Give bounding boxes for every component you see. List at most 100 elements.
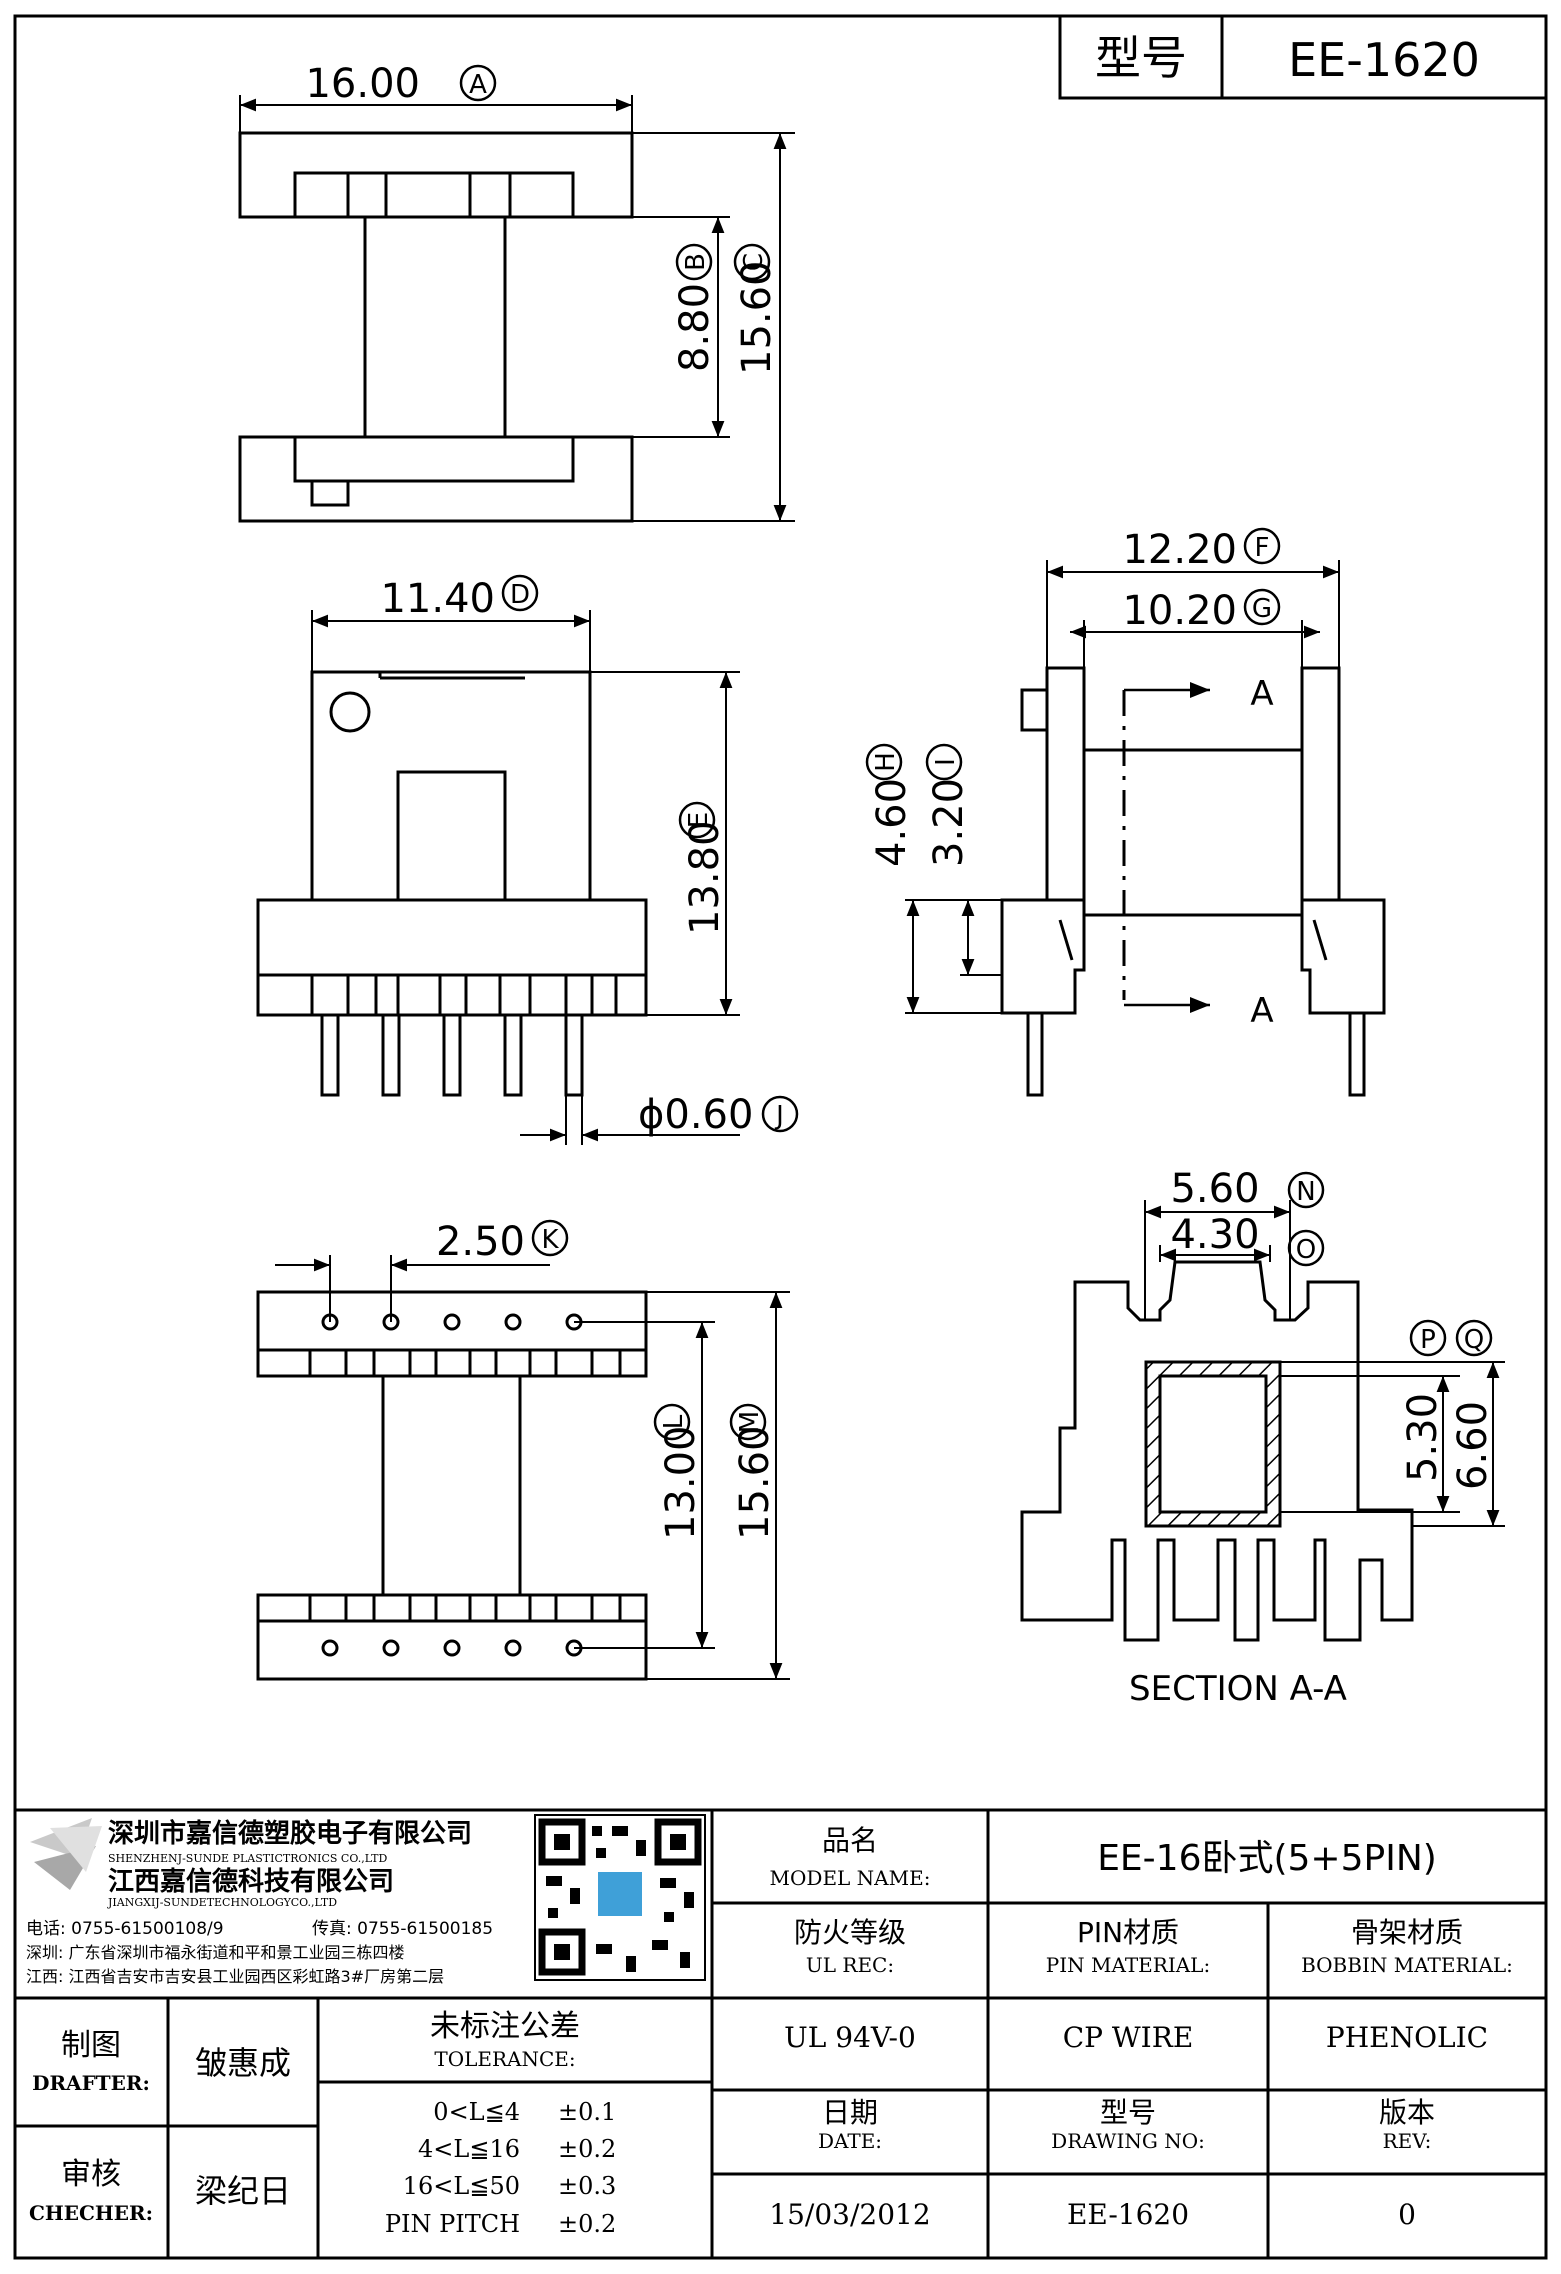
dim-a-value: 16.00	[305, 61, 420, 107]
drafter-name: 皱惠成	[195, 2044, 291, 2082]
product-name-label-en: MODEL NAME:	[770, 1866, 931, 1890]
rev-value: 0	[1398, 2198, 1416, 2231]
tolerance-range: 4<L≦16	[418, 2135, 520, 2163]
rev-label-en: REV:	[1383, 2129, 1432, 2153]
dim-g: 10.20 G	[1070, 588, 1320, 668]
section-view	[1020, 1260, 1414, 1642]
dim-p-value: 5.30	[1400, 1393, 1446, 1482]
dim-i-tag: I	[931, 758, 961, 766]
checker-label-en: CHECHER:	[29, 2201, 153, 2225]
tolerance-value: ±0.3	[558, 2172, 616, 2200]
dim-j: ϕ0.60 J	[520, 1092, 799, 1145]
dim-l: 13.00 L	[574, 1321, 715, 1649]
dim-f-value: 12.20	[1122, 527, 1237, 573]
front-view	[256, 670, 648, 1097]
dim-g-tag: G	[1252, 594, 1272, 624]
dim-b: 8.80 B	[632, 216, 730, 438]
rev-label-cn: 版本	[1379, 2096, 1435, 2129]
dim-j-value: ϕ0.60	[638, 1092, 753, 1138]
product-name-value: EE-16卧式(5+5PIN)	[1097, 1838, 1437, 1879]
product-name-label-cn: 品名	[822, 1824, 878, 1857]
tolerance-value: ±0.2	[558, 2135, 616, 2163]
pin-value: CP WIRE	[1063, 2021, 1194, 2054]
dim-f-tag: F	[1255, 533, 1270, 563]
tolerance-value: ±0.2	[558, 2210, 616, 2238]
drawing-label-en: DRAWING NO:	[1051, 2129, 1205, 2153]
dim-g-value: 10.20	[1122, 588, 1237, 634]
company-logo	[30, 1818, 102, 1890]
company-name-en-2: JIANGXIJ-SUNDETECHNOLOGYCO.,LTD	[107, 1896, 337, 1909]
tolerance-value: ±0.1	[558, 2098, 616, 2126]
dim-d: 11.40 D	[311, 574, 591, 672]
dim-n: 5.60 N	[1144, 1166, 1325, 1320]
tolerance-list: 0<L≦4 ±0.1 4<L≦16 ±0.2 16<L≦50 ±0.3 PIN …	[385, 2098, 616, 2238]
checker-name: 梁纪日	[195, 2172, 291, 2210]
dim-e-tag: E	[684, 812, 714, 828]
dim-m-value: 15.60	[732, 1425, 778, 1540]
dim-k-value: 2.50	[436, 1219, 525, 1265]
dim-a-tag: A	[469, 70, 487, 100]
dim-b-tag: B	[681, 253, 711, 271]
dim-q-value: 6.60	[1450, 1401, 1496, 1490]
tolerance-range: PIN PITCH	[385, 2210, 520, 2238]
dim-e: 13.80 E	[590, 671, 740, 1016]
dim-i: 3.20 I	[925, 743, 1002, 976]
dim-p-tag: P	[1420, 1325, 1436, 1355]
ul-value: UL 94V-0	[784, 2021, 916, 2054]
company-fax: 传真: 0755-61500185	[312, 1919, 493, 1939]
tolerance-range: 0<L≦4	[433, 2098, 520, 2126]
dim-d-tag: D	[510, 580, 530, 610]
tolerance-label-cn: 未标注公差	[430, 2009, 580, 2044]
dim-h: 4.60 H	[865, 743, 1002, 1014]
section-label: SECTION A-A	[1129, 1669, 1347, 1709]
header-model-value: EE-1620	[1288, 33, 1480, 87]
dim-c-tag: C	[739, 253, 769, 271]
bobbin-value: PHENOLIC	[1326, 2021, 1488, 2054]
bobbin-label-cn: 骨架材质	[1351, 1916, 1463, 1949]
dim-f: 12.20 F	[1046, 527, 1340, 668]
header-model-box: 型号 EE-1620	[1058, 14, 1548, 100]
dim-c: 15.60 C	[632, 132, 795, 522]
pin-label-cn: PIN材质	[1077, 1916, 1179, 1949]
company-addr-sz: 深圳: 广东省深圳市福永街道和平和景工业园三栋四楼	[26, 1943, 404, 1962]
company-name-cn-1: 深圳市嘉信德塑胶电子有限公司	[108, 1818, 472, 1849]
dim-h-value: 4.60	[869, 778, 915, 867]
tolerance-range: 16<L≦50	[403, 2172, 520, 2200]
drawing-value: EE-1620	[1067, 2198, 1189, 2231]
date-label-en: DATE:	[818, 2129, 882, 2153]
dim-l-value: 13.00	[658, 1425, 704, 1540]
dim-d-value: 11.40	[380, 576, 495, 622]
dim-o-tag: O	[1296, 1235, 1316, 1265]
dim-i-value: 3.20	[926, 778, 972, 867]
dim-l-tag: L	[659, 1414, 689, 1429]
dim-k: 2.50 K	[275, 1219, 569, 1322]
sheet-border	[13, 14, 1548, 2260]
side-view	[1000, 666, 1386, 1097]
dim-n-value: 5.60	[1170, 1166, 1259, 1212]
drawing-label-cn: 型号	[1100, 2096, 1156, 2129]
date-label-cn: 日期	[822, 2096, 878, 2129]
section-marker-bottom: A	[1124, 991, 1274, 1031]
dim-m-tag: M	[735, 1411, 765, 1433]
qr-code	[534, 1814, 706, 1981]
top-view	[238, 131, 634, 523]
dim-c-value: 15.60	[734, 260, 780, 375]
drafter-label-cn: 制图	[61, 2028, 121, 2063]
ul-label-en: UL REC:	[806, 1953, 894, 1977]
company-addr-jx: 江西: 江西省吉安市吉安县工业园西区彩虹路3#厂房第二层	[26, 1967, 444, 1986]
dim-p: 5.30 P	[1280, 1319, 1460, 1513]
dim-q-tag: Q	[1464, 1325, 1484, 1355]
company-name-cn-2: 江西嘉信德科技有限公司	[108, 1867, 394, 1897]
drafter-label-en: DRAFTER:	[32, 2071, 150, 2095]
date-value: 15/03/2012	[769, 2198, 930, 2231]
dim-q: 6.60 Q	[1280, 1319, 1505, 1527]
section-marker-top-label: A	[1250, 674, 1273, 714]
ul-label-cn: 防火等级	[794, 1916, 906, 1949]
bottom-view	[256, 1290, 648, 1681]
dim-o: 4.30 O	[1159, 1212, 1325, 1267]
company-name-en-1: SHENZHENJ-SUNDE PLASTICTRONICS CO.,LTD	[108, 1852, 387, 1865]
dim-n-tag: N	[1296, 1177, 1315, 1207]
bobbin-label-en: BOBBIN MATERIAL:	[1301, 1953, 1513, 1977]
dim-h-tag: H	[871, 752, 901, 772]
